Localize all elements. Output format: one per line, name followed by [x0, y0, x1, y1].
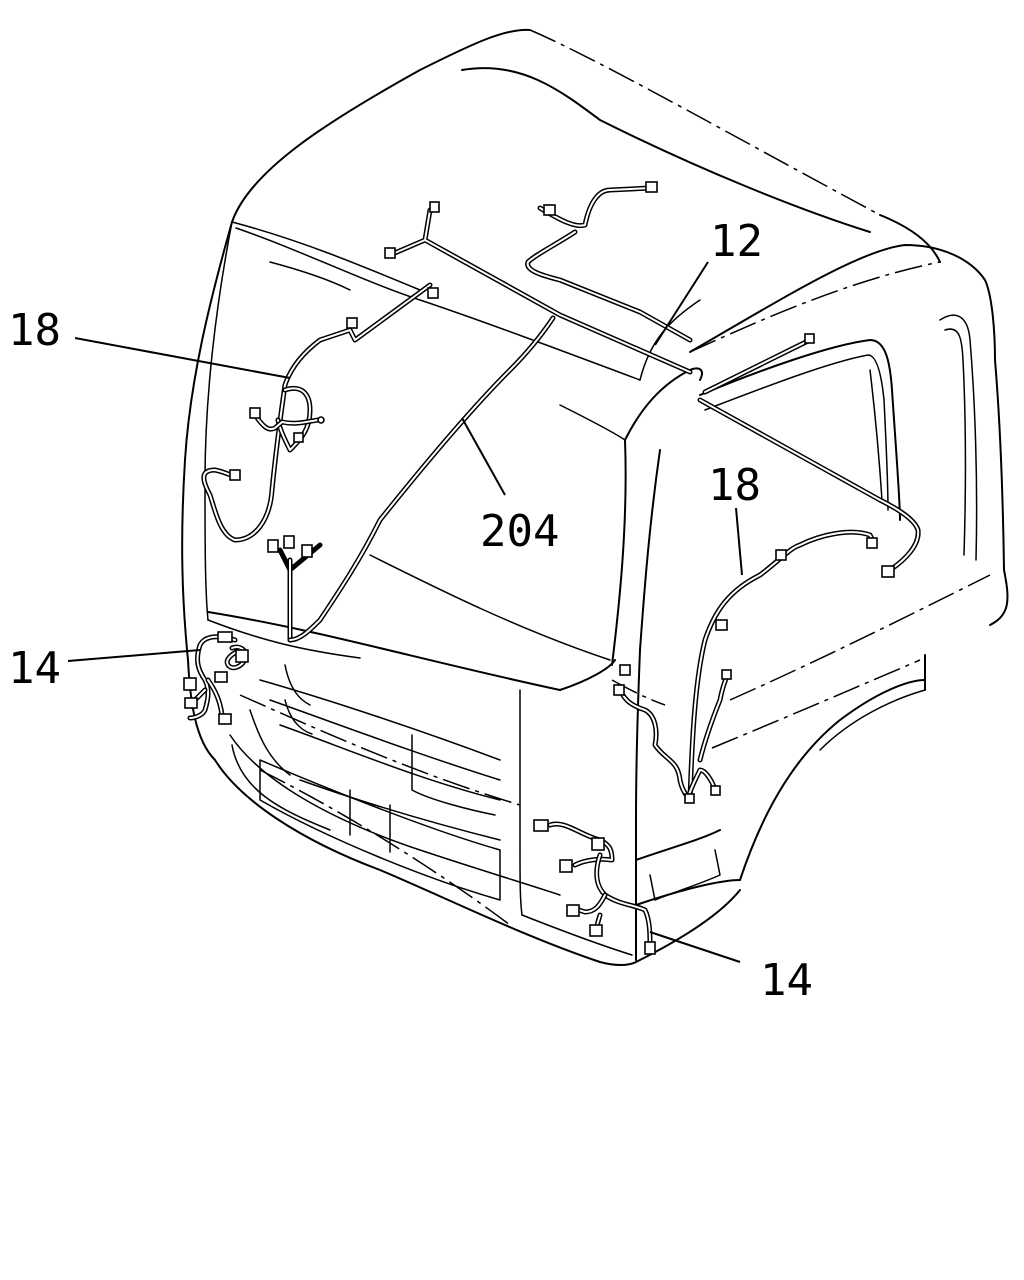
- callout-18-left: 18: [8, 305, 61, 356]
- callout-18-right: 18: [708, 460, 761, 511]
- leader-18-right: [735, 507, 743, 576]
- grille: [249, 664, 521, 901]
- leader-14-left: [67, 649, 201, 662]
- callout-14-right: 14: [760, 955, 813, 1006]
- harness-204: [267, 181, 921, 643]
- leader-12: [654, 261, 709, 346]
- callout-204: 204: [480, 506, 559, 557]
- cab-body-outline: [181, 28, 1009, 966]
- leader-14-right: [649, 931, 741, 963]
- leader-204: [461, 417, 506, 496]
- callout-14-left: 14: [8, 643, 61, 694]
- harness-18-left: [201, 282, 439, 543]
- harness-14-right: [533, 819, 656, 955]
- callout-leaders: [67, 261, 743, 963]
- harness-18-right: [613, 529, 878, 804]
- callout-12: 12: [710, 216, 763, 267]
- callout-labels: 12 18 204 18 14 14: [8, 216, 813, 1006]
- harness-14-left: [183, 631, 249, 725]
- leader-18-left: [74, 337, 291, 379]
